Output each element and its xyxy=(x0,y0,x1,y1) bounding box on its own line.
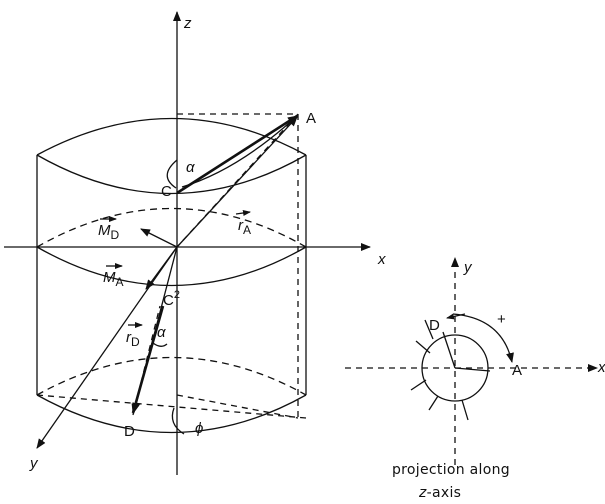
main-labels: z x y A C C2 D α α ϕ rA MD MA rD xyxy=(29,15,386,472)
r-a-overarrow xyxy=(235,210,251,216)
middle-disc-back xyxy=(36,207,307,248)
label-point-a: A xyxy=(306,110,316,127)
label-axis-y: y xyxy=(29,455,39,472)
inset-labels: y x D A + projection along z-axis xyxy=(392,259,605,501)
label-alpha-bottom: α xyxy=(157,324,166,341)
inset-label-plus: + xyxy=(497,311,506,328)
inset-tick-5 xyxy=(461,399,469,421)
chord-c-to-a xyxy=(181,115,298,188)
vector-c-to-a xyxy=(176,114,298,195)
inset-label-axis-y: y xyxy=(463,259,473,276)
label-point-c2: C2 xyxy=(163,289,180,309)
cylinder xyxy=(36,117,307,434)
label-point-c: C xyxy=(161,183,172,200)
bottom-diagonal-dash xyxy=(36,394,307,419)
label-vec-m-d: MD xyxy=(98,222,120,242)
vector-r-a xyxy=(176,116,298,248)
inset-tick-3 xyxy=(410,379,427,391)
label-point-d: D xyxy=(124,423,135,440)
label-axis-z: z xyxy=(183,15,192,32)
a-to-origin-dash xyxy=(176,113,299,248)
inset-caption-line2: z-axis xyxy=(418,485,461,501)
inset-tick-4 xyxy=(428,395,439,411)
vector-m-d xyxy=(140,228,178,248)
vector-m-a xyxy=(145,246,178,290)
phi-arc xyxy=(171,407,185,435)
label-axis-x: x xyxy=(377,251,386,268)
bottom-center-dash xyxy=(176,394,299,419)
vectors xyxy=(100,114,298,414)
vector-c2-to-d xyxy=(131,305,165,414)
inset-label-point-d: D xyxy=(429,317,440,334)
projection-inset xyxy=(345,257,598,465)
middle-disc-front xyxy=(36,246,307,287)
label-vec-m-a: MA xyxy=(103,269,124,289)
label-vec-r-d: rD xyxy=(126,329,140,349)
angle-arcs xyxy=(152,159,185,435)
alpha-bottom-arc xyxy=(152,342,168,347)
inset-vector-a xyxy=(454,367,491,372)
inset-tick-2 xyxy=(424,319,434,340)
alpha-top-arc xyxy=(166,159,178,189)
inset-tick-1 xyxy=(415,340,431,354)
bottom-disc-front xyxy=(36,394,307,434)
inset-vector-d xyxy=(442,331,456,369)
inset-circle xyxy=(421,334,489,402)
label-vec-r-a: rA xyxy=(238,217,251,237)
inset-label-point-a: A xyxy=(512,362,522,379)
label-alpha-top: α xyxy=(186,159,195,176)
inset-rotation-tail xyxy=(446,313,466,320)
inset-label-axis-x: x xyxy=(597,359,605,376)
bottom-disc-back xyxy=(36,356,307,396)
top-disc-front xyxy=(36,154,307,195)
inset-caption-line1: projection along xyxy=(392,462,510,478)
label-phi: ϕ xyxy=(195,420,203,437)
